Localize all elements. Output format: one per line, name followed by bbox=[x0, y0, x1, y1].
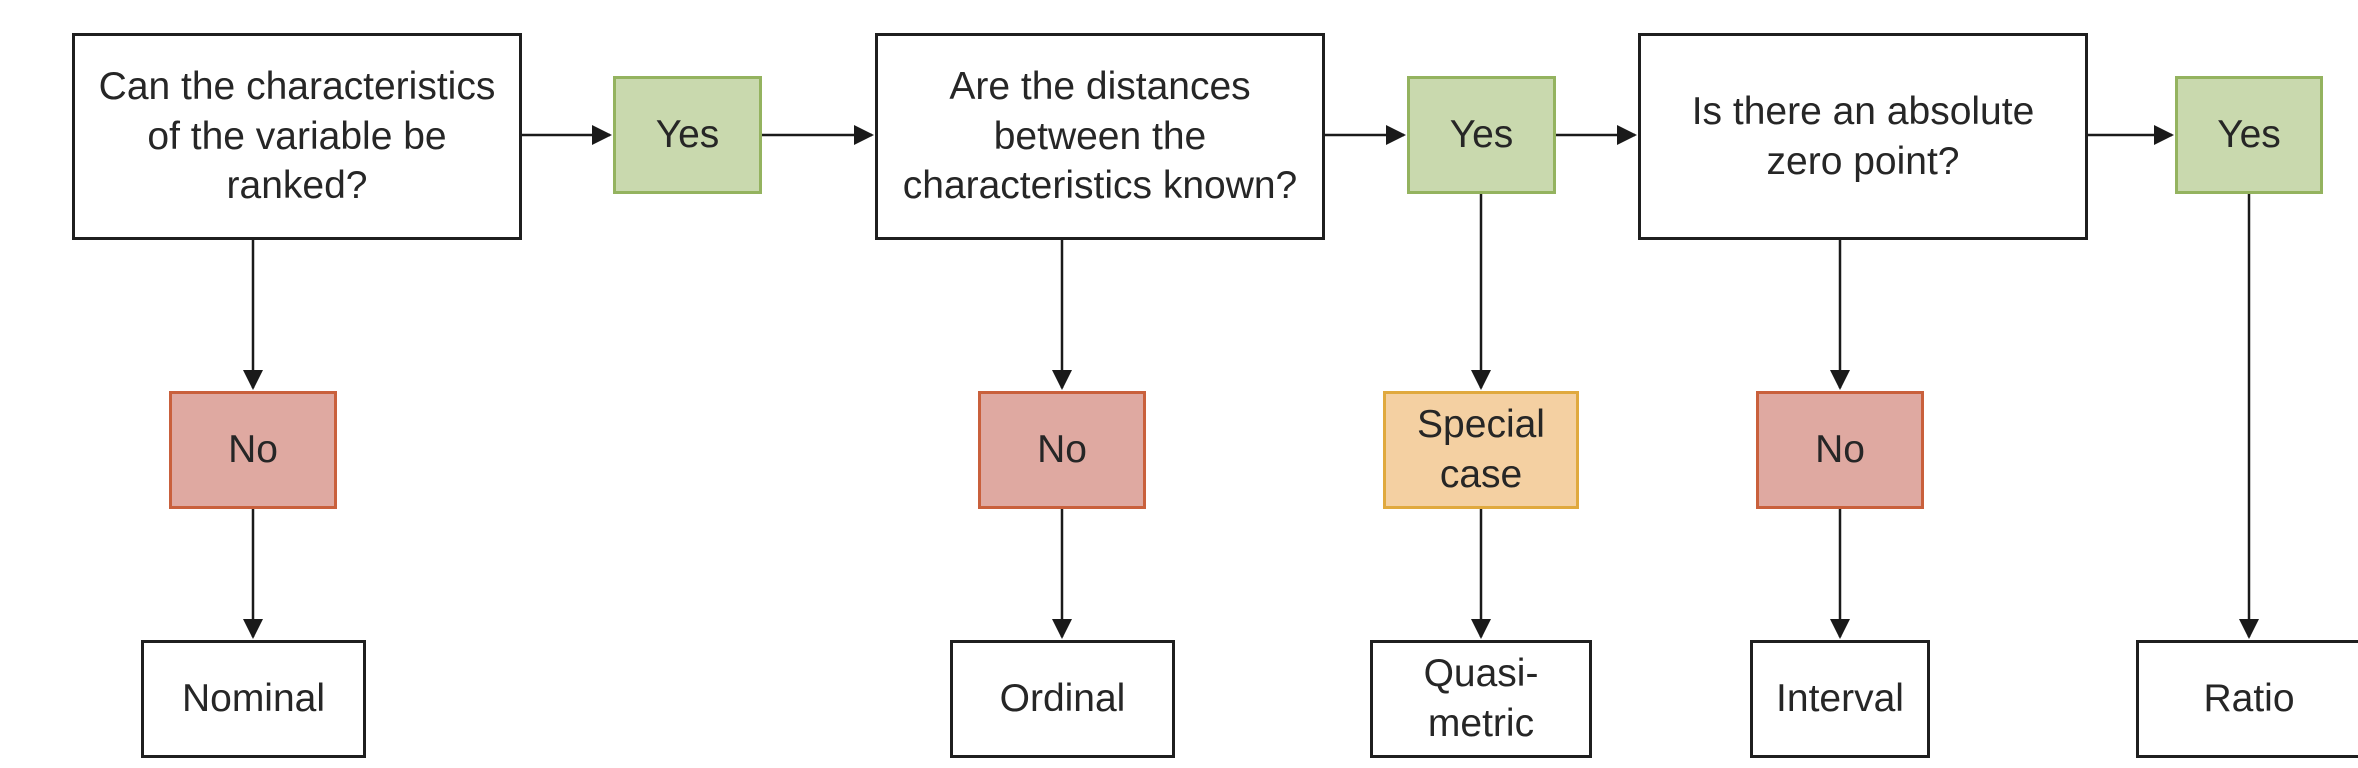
no2-label: No bbox=[1037, 428, 1087, 472]
result-ratio-box: Ratio bbox=[2136, 640, 2358, 758]
yes2-box: Yes bbox=[1407, 76, 1556, 194]
yes3-label: Yes bbox=[2217, 113, 2281, 157]
yes3-box: Yes bbox=[2175, 76, 2323, 194]
result-interval-label: Interval bbox=[1776, 677, 1904, 721]
result-interval-box: Interval bbox=[1750, 640, 1930, 758]
yes1-label: Yes bbox=[655, 113, 720, 157]
question-distances-box: Are the distances between the characteri… bbox=[875, 33, 1325, 240]
question-ranked-box: Can the characteristics of the variable … bbox=[72, 33, 522, 240]
result-nominal-label: Nominal bbox=[181, 677, 326, 721]
special-case-box: Special case bbox=[1383, 391, 1579, 509]
question-zero-point-label: Is there an absolute zero point? bbox=[1691, 89, 2035, 183]
yes1-box: Yes bbox=[613, 76, 762, 194]
result-ratio-label: Ratio bbox=[2203, 677, 2295, 721]
no1-box: No bbox=[169, 391, 337, 509]
result-quasi-metric-label: Quasi-metric bbox=[1423, 652, 1539, 745]
question-zero-point-box: Is there an absolute zero point? bbox=[1638, 33, 2088, 240]
result-ordinal-box: Ordinal bbox=[950, 640, 1175, 758]
no3-label: No bbox=[1815, 428, 1865, 472]
yes2-label: Yes bbox=[1449, 113, 1514, 157]
no2-box: No bbox=[978, 391, 1146, 509]
result-nominal-box: Nominal bbox=[141, 640, 366, 758]
question-distances-label: Are the distances between the characteri… bbox=[902, 64, 1298, 208]
result-ordinal-label: Ordinal bbox=[999, 677, 1126, 721]
no1-label: No bbox=[228, 428, 278, 472]
no3-box: No bbox=[1756, 391, 1924, 509]
question-ranked-label: Can the characteristics of the variable … bbox=[98, 64, 496, 208]
special-case-label: Special case bbox=[1417, 403, 1545, 496]
result-quasi-metric-box: Quasi-metric bbox=[1370, 640, 1592, 758]
